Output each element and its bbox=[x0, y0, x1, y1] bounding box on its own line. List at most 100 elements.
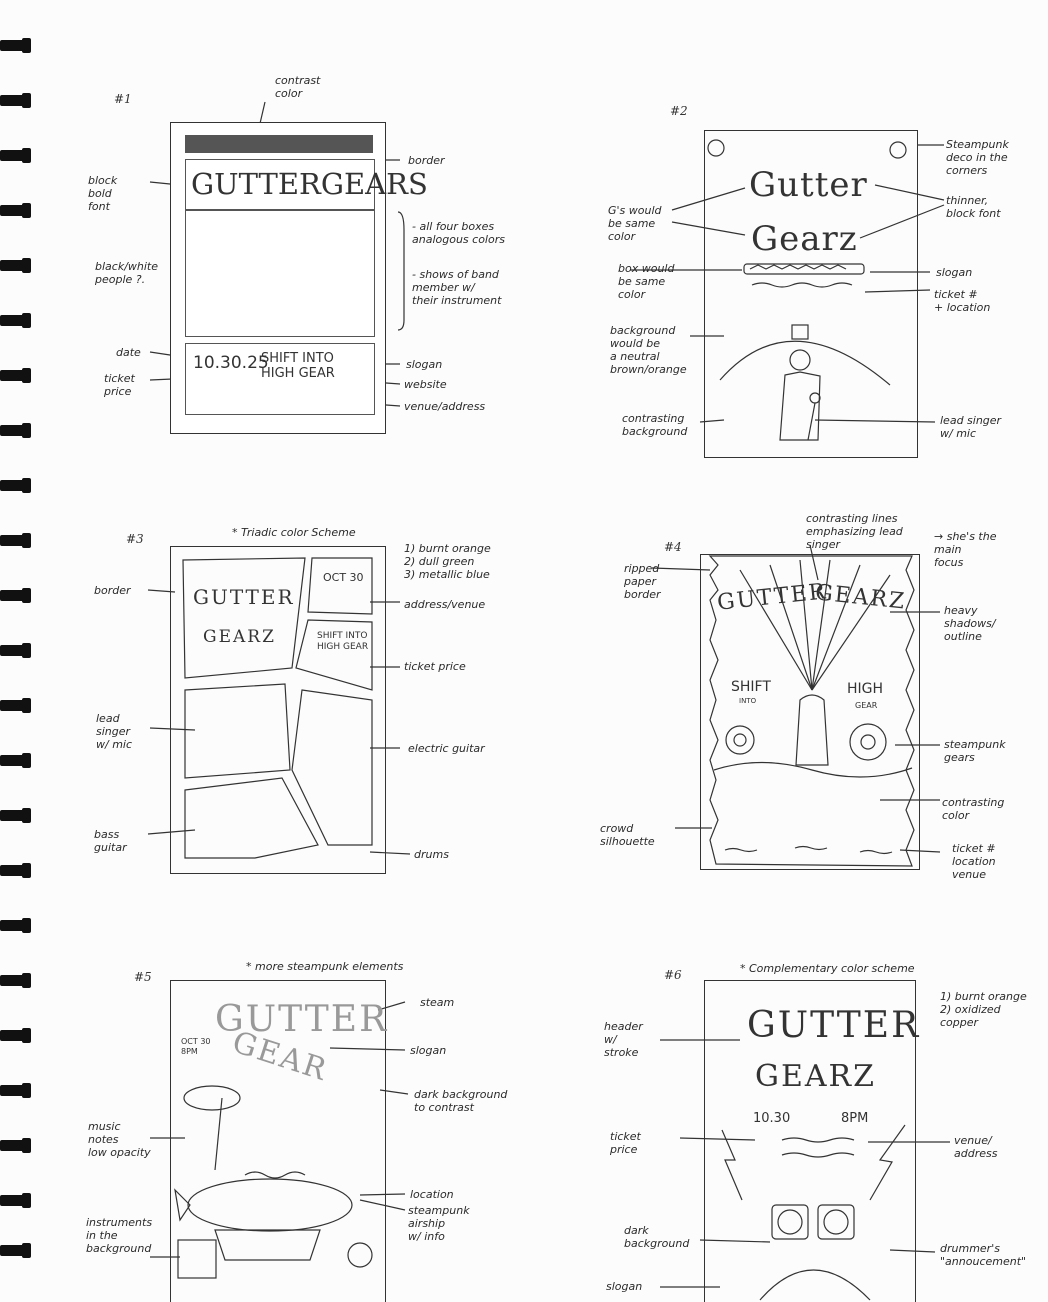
binding-ring bbox=[0, 973, 34, 988]
binding-ring bbox=[0, 643, 34, 658]
poster-title-a: GUTTER bbox=[747, 1005, 921, 1046]
note-shadows: heavy shadows/ outline bbox=[944, 604, 996, 643]
poster-title: GUTTERGEARS bbox=[191, 167, 428, 201]
poster-date: OCT 30 8PM bbox=[181, 1037, 211, 1056]
steampunk-heading: * more steampunk elements bbox=[246, 960, 404, 973]
color-scheme-heading: * Complementary color scheme bbox=[740, 962, 915, 975]
note-contrast: contrast color bbox=[275, 74, 321, 100]
note-ticket: ticket # + location bbox=[934, 288, 991, 314]
binding-ring bbox=[0, 588, 34, 603]
poster-title-b: GEARZ bbox=[203, 627, 276, 647]
note-members: - shows of band member w/ their instrume… bbox=[412, 268, 502, 307]
binding-ring bbox=[0, 258, 34, 273]
note-dark: dark background to contrast bbox=[414, 1088, 508, 1114]
binding-ring bbox=[0, 753, 34, 768]
note-font: block bold font bbox=[88, 174, 118, 213]
note-border: border bbox=[94, 584, 131, 597]
note-boxes: - all four boxes analogous colors bbox=[412, 220, 505, 246]
binding-ring bbox=[0, 1193, 34, 1208]
poster-title-b: GEARZ bbox=[813, 580, 908, 615]
poster-slogan: SHIFT INTO HIGH GEAR bbox=[261, 351, 335, 381]
note-music: music notes low opacity bbox=[88, 1120, 151, 1159]
sketch-number: #5 bbox=[134, 970, 152, 984]
binding-ring bbox=[0, 1243, 34, 1258]
binding-ring bbox=[0, 148, 34, 163]
info-box bbox=[185, 343, 375, 415]
binding-ring bbox=[0, 478, 34, 493]
note-people: black/white people ?. bbox=[95, 260, 159, 286]
color-scheme-heading: * Triadic color Scheme bbox=[232, 526, 356, 539]
poster-frame: GUTTER GEARZ 10.30 8PM bbox=[704, 980, 918, 1302]
poster-gear: GEAR bbox=[855, 701, 878, 710]
binding-ring bbox=[0, 93, 34, 108]
poster-frame: GUTTERGEARS 10.30.25 SHIFT INTO HIGH GEA… bbox=[170, 122, 428, 434]
band-panels bbox=[185, 209, 375, 337]
color-list: 1) burnt orange 2) oxidized copper bbox=[940, 990, 1027, 1029]
poster-into: INTO bbox=[739, 697, 757, 705]
note-lines: contrasting lines emphasizing lead singe… bbox=[806, 512, 903, 551]
note-airship: steampunk airship w/ info bbox=[408, 1204, 470, 1243]
binding-ring bbox=[0, 203, 34, 218]
sketch-number: #3 bbox=[126, 532, 144, 546]
note-ticket: ticket price bbox=[404, 660, 466, 673]
poster-date: 10.30 bbox=[753, 1111, 791, 1126]
note-crowd: crowd silhouette bbox=[600, 822, 655, 848]
note-slogan: slogan bbox=[936, 266, 973, 279]
note-singer: lead singer w/ mic bbox=[940, 414, 1002, 440]
sketch-number: #4 bbox=[664, 540, 682, 554]
binding-ring bbox=[0, 423, 34, 438]
note-drums: drums bbox=[414, 848, 449, 861]
note-venue: venue/address bbox=[404, 400, 486, 413]
note-ripped: ripped paper border bbox=[624, 562, 661, 601]
note-corners: Steampunk deco in the corners bbox=[946, 138, 1009, 177]
note-focus: → she's the main focus bbox=[934, 530, 997, 569]
color-list: 1) burnt orange 2) dull green 3) metalli… bbox=[404, 542, 491, 581]
note-dark: dark background bbox=[624, 1224, 690, 1250]
sketch-number: #1 bbox=[114, 92, 132, 106]
binding-ring bbox=[0, 808, 34, 823]
note-instruments: instruments in the background bbox=[86, 1216, 153, 1255]
note-slogan: slogan bbox=[606, 1280, 643, 1293]
note-contrasting: contrasting background bbox=[622, 412, 688, 438]
poster-frame: GUTTER GEAR OCT 30 8PM bbox=[170, 980, 386, 1302]
poster-frame: Gutter Gearz bbox=[704, 130, 918, 458]
poster-title-line2: Gearz bbox=[751, 219, 858, 259]
note-slogan: slogan bbox=[410, 1044, 447, 1057]
poster-date: 10.30.25 bbox=[193, 353, 269, 373]
note-gears: steampunk gears bbox=[944, 738, 1006, 764]
note-date: date bbox=[116, 346, 141, 359]
binding-ring bbox=[0, 698, 34, 713]
note-singer: lead singer w/ mic bbox=[96, 712, 133, 751]
sketch-number: #2 bbox=[670, 104, 688, 118]
poster-shift: SHIFT bbox=[731, 679, 771, 695]
binding-ring bbox=[0, 1083, 34, 1098]
poster-frame: GUTTER GEARZ SHIFT INTO HIGH GEAR bbox=[700, 554, 920, 870]
poster-frame: GUTTER GEARZ OCT 30 SHIFT INTO HIGH GEAR bbox=[170, 546, 386, 874]
note-location: location bbox=[410, 1188, 454, 1201]
binding-ring bbox=[0, 313, 34, 328]
binding-ring bbox=[0, 368, 34, 383]
note-header: header w/ stroke bbox=[604, 1020, 643, 1059]
note-box: box would be same color bbox=[618, 262, 675, 301]
poster-title-line1: Gutter bbox=[749, 165, 868, 205]
note-slogan: slogan bbox=[406, 358, 443, 371]
sketch-number: #6 bbox=[664, 968, 682, 982]
contrast-bar bbox=[185, 135, 373, 153]
note-steam: steam bbox=[420, 996, 455, 1009]
poster-time: 8PM bbox=[841, 1111, 869, 1126]
poster-title-a: GUTTER bbox=[193, 585, 295, 609]
binding-ring bbox=[0, 1138, 34, 1153]
note-ticket: ticket price bbox=[104, 372, 135, 398]
note-font: thinner, block font bbox=[946, 194, 1001, 220]
note-bass: bass guitar bbox=[94, 828, 127, 854]
title-box bbox=[185, 159, 375, 211]
note-background: background would be a neutral brown/oran… bbox=[610, 324, 687, 376]
note-guitar: electric guitar bbox=[408, 742, 485, 755]
binding-ring bbox=[0, 38, 34, 53]
binding-ring bbox=[0, 1028, 34, 1043]
poster-title-b: GEARZ bbox=[755, 1059, 876, 1094]
poster-title-a: GUTTER bbox=[215, 999, 389, 1040]
note-address: address/venue bbox=[404, 598, 486, 611]
binding-ring bbox=[0, 918, 34, 933]
note-ticket: ticket price bbox=[610, 1130, 641, 1156]
